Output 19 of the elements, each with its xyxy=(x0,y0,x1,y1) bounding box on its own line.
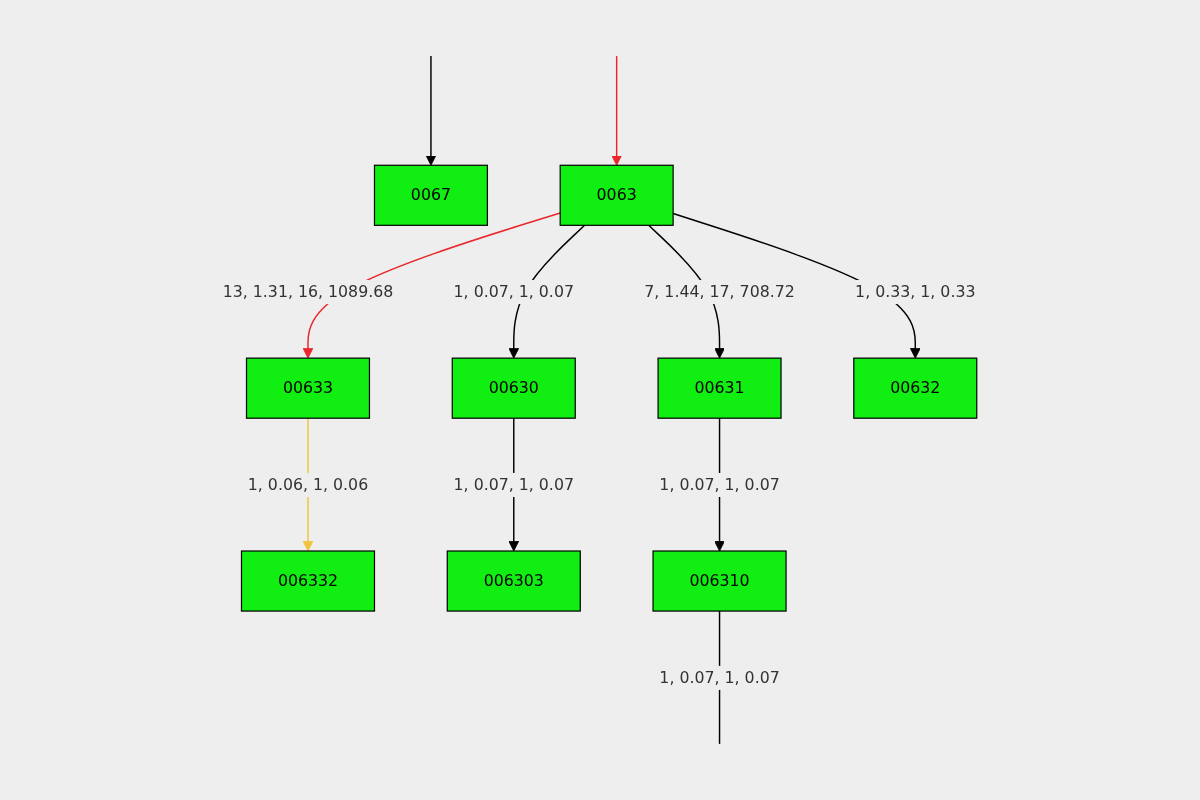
edge-label: 13, 1.31, 16, 1089.68 xyxy=(222,282,394,301)
node-box: 006332 xyxy=(241,550,376,612)
node-box: 0067 xyxy=(374,164,489,226)
edge-label: 1, 0.07, 1, 0.07 xyxy=(659,475,780,494)
node-box: 006310 xyxy=(652,550,787,612)
node-box: 00632 xyxy=(853,357,978,419)
edge-label: 1, 0.07, 1, 0.07 xyxy=(659,668,780,687)
node-box: 00630 xyxy=(451,357,577,419)
node-box: 0063 xyxy=(559,164,674,226)
node-box: 00631 xyxy=(657,357,782,419)
edge-label: 1, 0.07, 1, 0.07 xyxy=(453,282,575,301)
node-box: 006303 xyxy=(446,550,582,612)
arrow xyxy=(611,55,623,166)
edge-label: 1, 0.33, 1, 0.33 xyxy=(855,282,976,301)
arrow xyxy=(425,55,437,166)
node-box: 00633 xyxy=(246,357,371,419)
edge-label: 7, 1.44, 17, 708.72 xyxy=(644,282,796,301)
edge-label: 1, 0.07, 1, 0.07 xyxy=(453,475,575,494)
edge-label: 1, 0.06, 1, 0.06 xyxy=(248,475,369,494)
